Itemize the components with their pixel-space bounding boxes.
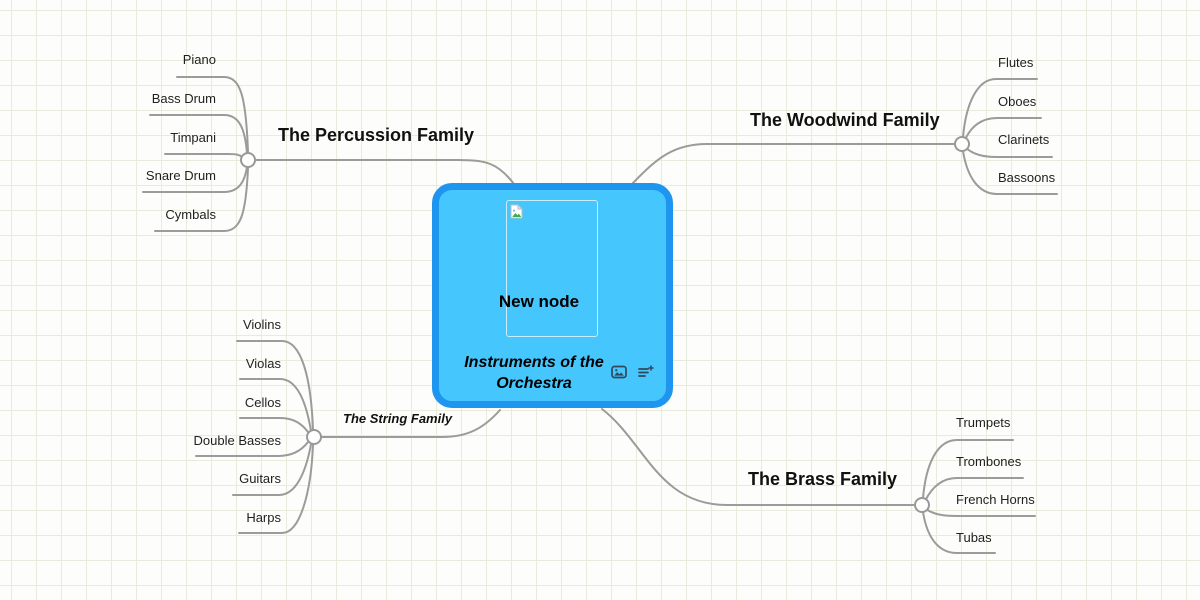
image-placeholder[interactable] [506, 200, 598, 337]
branch-toggle-string[interactable] [306, 429, 322, 445]
child-label-guitars[interactable]: Guitars [239, 471, 281, 486]
child-label-bassoons[interactable]: Bassoons [998, 170, 1056, 185]
broken-image-icon [510, 204, 523, 219]
child-label-french-horns[interactable]: French Horns [956, 492, 1035, 507]
child-label-trombones[interactable]: Trombones [956, 454, 1022, 469]
connector-branch-brass [601, 408, 915, 506]
child-label-cellos[interactable]: Cellos [244, 395, 281, 410]
connector-child-violas [239, 378, 312, 432]
connector-child-guitars [232, 443, 312, 496]
connector-child-cellos [239, 417, 309, 433]
connector-child-bassoons [962, 150, 1058, 195]
child-label-violas[interactable]: Violas [245, 356, 281, 371]
connector-child-snare-drum [142, 166, 248, 193]
connector-child-harps [238, 444, 314, 534]
branch-toggle-woodwind[interactable] [954, 136, 970, 152]
connector-child-bass-drum [149, 114, 248, 154]
child-label-piano[interactable]: Piano [182, 52, 216, 67]
child-label-timpani[interactable]: Timpani [170, 130, 216, 145]
child-label-tubas[interactable]: Tubas [956, 530, 992, 545]
connector-child-oboes [964, 117, 1042, 141]
child-label-clarinets[interactable]: Clarinets [998, 132, 1050, 147]
node-footer-icons [611, 365, 654, 379]
central-node-title[interactable]: New node [498, 292, 580, 311]
connector-child-trombones [924, 477, 1024, 502]
branch-title-percussion[interactable]: The Percussion Family [278, 125, 475, 145]
connector-child-tubas [922, 511, 996, 554]
child-label-violins[interactable]: Violins [242, 317, 281, 332]
connector-child-timpani [164, 153, 243, 158]
child-label-cymbals[interactable]: Cymbals [165, 207, 216, 222]
connector-child-trumpets [922, 439, 1014, 499]
add-notes-icon[interactable] [638, 365, 654, 379]
branch-title-woodwind[interactable]: The Woodwind Family [750, 110, 940, 130]
child-label-trumpets[interactable]: Trumpets [956, 415, 1011, 430]
connector-child-clarinets [965, 147, 1053, 158]
connector-child-violins [236, 340, 314, 431]
child-label-harps[interactable]: Harps [246, 510, 281, 525]
central-node[interactable]: New node Instruments of the Orchestra [432, 183, 673, 408]
connector-child-cymbals [154, 167, 249, 232]
connector-child-french-horns [925, 508, 1036, 517]
connector-branch-percussion [255, 159, 515, 185]
connector-branch-woodwind [632, 143, 955, 184]
branch-title-brass[interactable]: The Brass Family [748, 469, 898, 489]
child-label-oboes[interactable]: Oboes [998, 94, 1037, 109]
connector-child-double-basses [195, 441, 309, 457]
child-label-snare-drum[interactable]: Snare Drum [145, 168, 216, 183]
image-icon[interactable] [611, 365, 627, 379]
branch-title-string[interactable]: The String Family [343, 411, 453, 426]
child-label-flutes[interactable]: Flutes [998, 55, 1034, 70]
central-node-subtitle[interactable]: Instruments of the Orchestra [464, 354, 604, 392]
connector-child-flutes [962, 78, 1038, 138]
connector-child-piano [176, 76, 249, 153]
branch-toggle-brass[interactable] [914, 497, 930, 513]
child-label-bass-drum[interactable]: Bass Drum [151, 91, 216, 106]
branch-toggle-percussion[interactable] [240, 152, 256, 168]
child-label-double-basses[interactable]: Double Basses [193, 433, 281, 448]
connector-branch-string [321, 409, 501, 438]
